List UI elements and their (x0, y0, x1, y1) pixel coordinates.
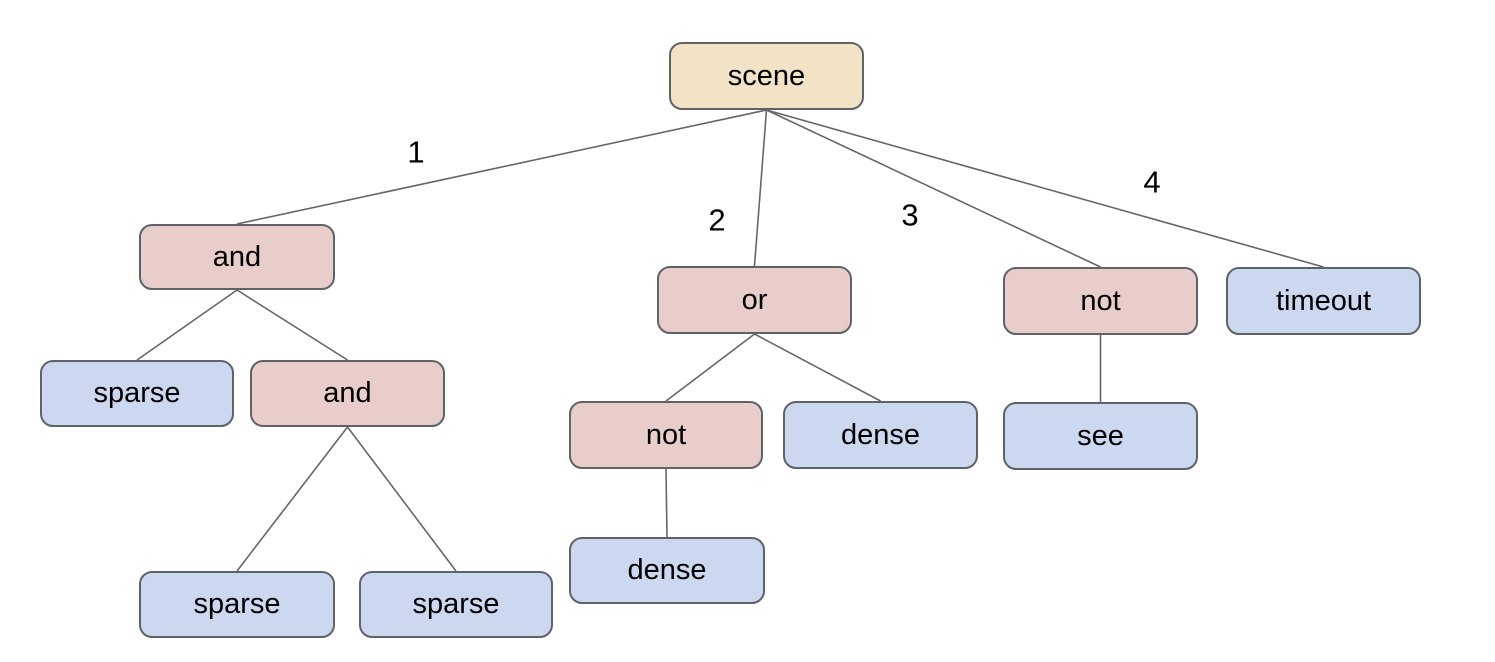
edge-label-4: 4 (1143, 164, 1161, 200)
edge-scene-not1 (766, 109, 1101, 268)
node-not1: not (1003, 267, 1198, 335)
edge-scene-timeout (766, 109, 1324, 268)
edge-or1-dense1 (754, 333, 881, 402)
node-timeout: timeout (1226, 267, 1421, 335)
node-sparse1: sparse (40, 360, 234, 427)
edge-and1-and2 (236, 289, 348, 361)
node-sparse2: sparse (139, 571, 335, 638)
node-and1: and (139, 224, 335, 290)
edge-scene-or1 (753, 109, 768, 267)
edge-not2-dense2 (665, 468, 668, 538)
node-see: see (1003, 402, 1198, 470)
node-sparse3: sparse (359, 571, 553, 638)
edge-and2-sparse3 (346, 426, 457, 572)
node-and2: and (250, 360, 445, 427)
node-or1: or (657, 266, 852, 334)
node-not2: not (569, 401, 763, 469)
edge-and1-sparse1 (136, 289, 238, 361)
edge-or1-not2 (665, 333, 755, 402)
node-scene: scene (669, 42, 864, 110)
node-dense2: dense (569, 537, 765, 604)
edge-label-3: 3 (901, 197, 919, 233)
edge-scene-and1 (236, 109, 767, 225)
edge-and2-sparse2 (236, 426, 349, 572)
edge-label-1: 1 (407, 134, 425, 170)
node-dense1: dense (783, 401, 978, 469)
edge-label-2: 2 (708, 202, 726, 238)
